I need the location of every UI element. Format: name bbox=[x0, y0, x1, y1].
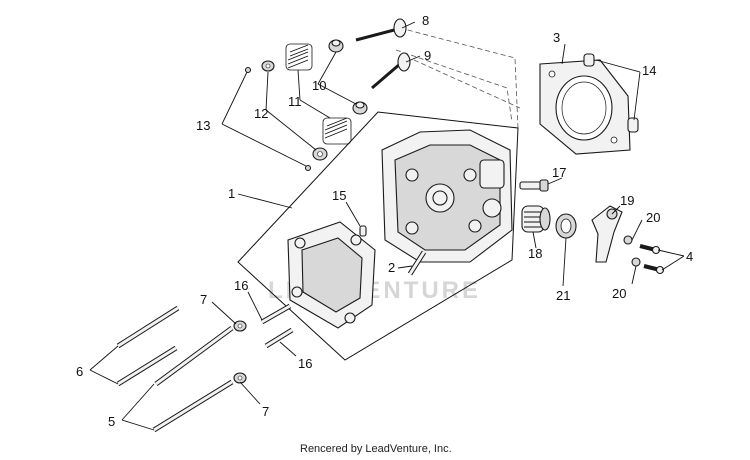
seal-21 bbox=[555, 213, 577, 239]
head-gasket bbox=[539, 59, 631, 155]
callout-7-lower: 7 bbox=[262, 404, 269, 419]
callout-14: 14 bbox=[642, 63, 656, 78]
washer-lower bbox=[312, 147, 328, 161]
callout-15: 15 bbox=[332, 188, 346, 203]
long-stud-6-lower bbox=[116, 345, 178, 387]
valve-spring-upper bbox=[285, 43, 313, 71]
callout-8: 8 bbox=[422, 13, 429, 28]
tensioner-18 bbox=[521, 205, 551, 233]
leader-lines bbox=[89, 21, 685, 431]
callout-16-lower: 16 bbox=[298, 356, 312, 371]
dowel-pin-2 bbox=[407, 250, 427, 276]
callout-6: 6 bbox=[76, 364, 83, 379]
callout-21: 21 bbox=[556, 288, 570, 303]
callout-4: 4 bbox=[686, 249, 693, 264]
washer-upper bbox=[261, 60, 275, 72]
callout-20-lower: 20 bbox=[612, 286, 626, 301]
bolt-16-upper bbox=[260, 303, 292, 325]
callout-12: 12 bbox=[254, 106, 268, 121]
pin-15 bbox=[359, 225, 367, 237]
cylinder-head bbox=[381, 129, 513, 263]
elbow-fitting-19 bbox=[591, 205, 623, 263]
screw-4-upper bbox=[639, 244, 661, 255]
valve-guide-lines bbox=[395, 27, 521, 129]
callout-1: 1 bbox=[228, 186, 235, 201]
valve-spring-lower bbox=[322, 117, 352, 145]
dowel-14-upper bbox=[583, 53, 595, 67]
callout-20-upper: 20 bbox=[646, 210, 660, 225]
valve-9 bbox=[371, 52, 411, 90]
spring-retainer-lower bbox=[352, 101, 368, 115]
valve-8 bbox=[355, 18, 407, 42]
callout-17: 17 bbox=[552, 165, 566, 180]
callout-2: 2 bbox=[388, 260, 395, 275]
spring-retainer-upper bbox=[328, 39, 344, 53]
callout-11: 11 bbox=[288, 94, 302, 109]
callout-18: 18 bbox=[528, 246, 542, 261]
footer-credit: Rencered by LeadVenture, Inc. bbox=[300, 443, 452, 455]
valve-keeper-lower bbox=[304, 164, 312, 172]
fitting-17 bbox=[519, 179, 549, 192]
screw-4-lower bbox=[643, 264, 665, 275]
long-stud-6-upper bbox=[116, 305, 180, 349]
bolt-16-lower bbox=[264, 327, 294, 349]
callout-13: 13 bbox=[196, 118, 210, 133]
callout-9: 9 bbox=[424, 48, 431, 63]
callout-7-upper: 7 bbox=[200, 292, 207, 307]
callout-5: 5 bbox=[108, 414, 115, 429]
washer-20-lower bbox=[631, 257, 641, 267]
washer-7-upper bbox=[233, 320, 247, 332]
callout-3: 3 bbox=[553, 30, 560, 45]
cam-carrier-frame bbox=[287, 221, 376, 329]
dowel-14-lower bbox=[627, 117, 639, 133]
callout-10: 10 bbox=[312, 78, 326, 93]
valve-keeper-upper bbox=[244, 66, 252, 74]
washer-7-lower bbox=[233, 372, 247, 384]
washer-20-upper bbox=[623, 235, 633, 245]
long-stud-5-upper bbox=[154, 325, 234, 387]
callout-19: 19 bbox=[620, 193, 634, 208]
long-stud-5-lower bbox=[152, 379, 234, 433]
assembly-outline bbox=[237, 111, 519, 361]
callout-16-upper: 16 bbox=[234, 278, 248, 293]
